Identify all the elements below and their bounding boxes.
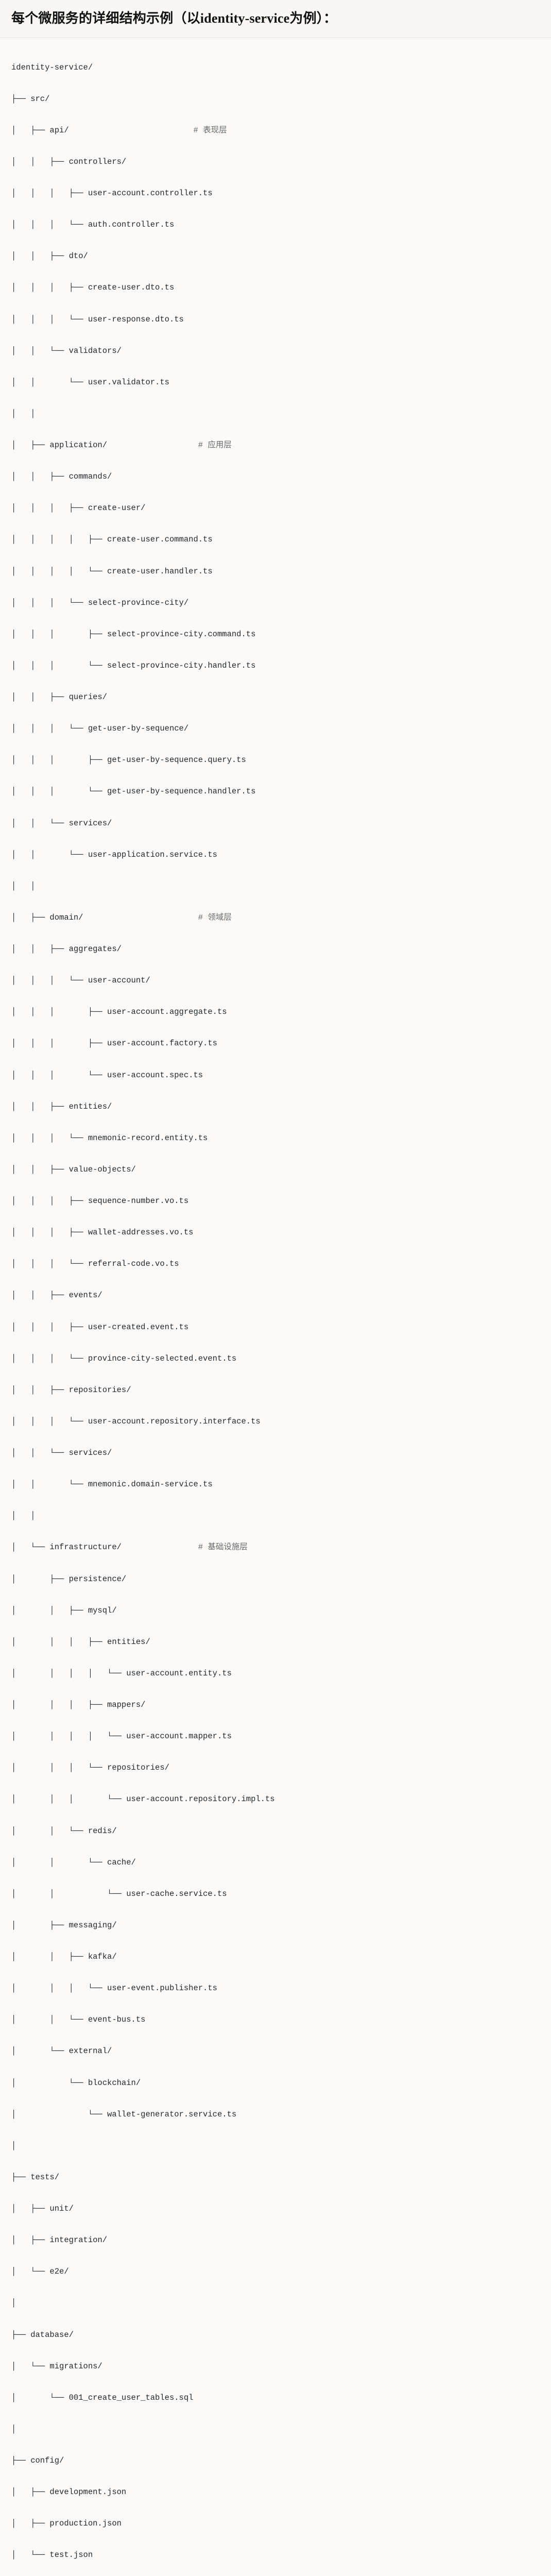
tree-line: │ └── migrations/: [11, 2361, 102, 2371]
tree-line: │ │ │ ├── sequence-number.vo.ts: [11, 1196, 189, 1206]
tree-line: │ │ │ └── user-account.repository.impl.t…: [11, 1794, 275, 1804]
tree-line: │ │ ├── kafka/: [11, 1952, 117, 1962]
tree-line-path: │ ├── api/: [11, 125, 194, 135]
tree-line: │ │: [11, 409, 36, 418]
tree-line-path: │ ├── domain/: [11, 912, 198, 922]
tree-line: │ │ │ ├── get-user-by-sequence.query.ts: [11, 755, 246, 765]
tree-line: │ ├── api/ # 表现层: [11, 123, 540, 138]
tree-line: │ │ │ ├── create-user/: [11, 503, 146, 513]
title-section: 每个微服务的详细结构示例（以identity-service为例）：: [0, 0, 551, 39]
tree-line: │ │ │ ├── select-province-city.command.t…: [11, 629, 256, 639]
tree-line: │ │ │ └── mnemonic-record.entity.ts: [11, 1133, 208, 1143]
tree-line: │ │ ├── controllers/: [11, 157, 127, 166]
tree-line: │ │: [11, 881, 36, 891]
tree-line: ├── tests/: [11, 2172, 60, 2182]
tree-line: │ │ ├── aggregates/: [11, 944, 122, 954]
tree-line: │ │ └── validators/: [11, 346, 122, 355]
tree-line: │ │ └── user-application.service.ts: [11, 850, 217, 859]
tree-line: │ │: [11, 1511, 36, 1521]
tree-line: │ │ ├── queries/: [11, 692, 108, 702]
page-title: 每个微服务的详细结构示例（以identity-service为例）：: [11, 11, 337, 26]
tree-line: │ └── infrastructure/ # 基础设施层: [11, 1539, 540, 1555]
tree-line: │ ├── production.json: [11, 2519, 122, 2529]
tree-line: │ │ │ ├── user-account.factory.ts: [11, 1039, 217, 1048]
tree-line: │ │ └── redis/: [11, 1826, 117, 1836]
tree-line: │ │ ├── mysql/: [11, 1605, 117, 1615]
tree-line: ├── src/: [11, 94, 50, 104]
tree-line: │ │ │ │ └── create-user.handler.ts: [11, 566, 213, 576]
tree-line-comment: # 应用层: [198, 440, 232, 450]
tree-line-comment: # 表现层: [193, 125, 227, 135]
directory-tree-section: identity-service/ ├── src/ │ ├── api/ # …: [0, 38, 551, 2576]
tree-line: identity-service/: [11, 62, 93, 72]
tree-line: │ │ │ │ └── user-account.mapper.ts: [11, 1732, 232, 1741]
tree-line: │ │ │ │ ├── create-user.command.ts: [11, 535, 213, 545]
tree-line: │ │ │ └── select-province-city/: [11, 598, 189, 607]
tree-line: │ └── e2e/: [11, 2267, 69, 2277]
tree-line: │ │ │ └── referral-code.vo.ts: [11, 1259, 179, 1269]
tree-line: │: [11, 2141, 16, 2150]
tree-line: │ ├── development.json: [11, 2487, 127, 2497]
tree-line: │ └── test.json: [11, 2550, 93, 2560]
tree-line: │ │ │ ├── mappers/: [11, 1700, 146, 1710]
tree-line: │ │ │ ├── entities/: [11, 1637, 150, 1647]
tree-line: │ │ │ ├── user-account.controller.ts: [11, 189, 213, 198]
tree-line-comment: # 领域层: [198, 912, 232, 922]
tree-line-path: │ ├── application/: [11, 440, 198, 450]
tree-line: │ ├── messaging/: [11, 1920, 117, 1930]
tree-line: │ ├── persistence/: [11, 1574, 127, 1584]
tree-line: │ │ │ └── user-event.publisher.ts: [11, 1984, 217, 1993]
tree-line: │ │ ├── value-objects/: [11, 1164, 136, 1174]
tree-line: │ │ ├── entities/: [11, 1101, 112, 1111]
tree-line: │ │ └── mnemonic.domain-service.ts: [11, 1480, 213, 1489]
tree-line: │ │ │ └── user-account.spec.ts: [11, 1070, 203, 1080]
tree-line: │ │ ├── repositories/: [11, 1385, 131, 1395]
tree-line: │ │ │ │ └── user-account.entity.ts: [11, 1668, 232, 1678]
tree-line-path: │ └── infrastructure/: [11, 1543, 198, 1552]
tree-line: │ │ ├── dto/: [11, 251, 88, 261]
tree-line: ├── database/: [11, 2330, 74, 2340]
tree-line: │: [11, 2424, 16, 2434]
tree-line: │ ├── unit/: [11, 2204, 74, 2214]
tree-line: │ │ │ └── user-account/: [11, 976, 150, 986]
tree-line: │ │ │ ├── user-account.aggregate.ts: [11, 1007, 227, 1017]
tree-line: │ │ └── services/: [11, 1448, 112, 1458]
tree-line: │ │ │ └── province-city-selected.event.t…: [11, 1353, 237, 1363]
tree-line: │ │ └── cache/: [11, 1857, 136, 1867]
tree-line: │ │ ├── events/: [11, 1291, 102, 1300]
tree-line: ├── config/: [11, 2456, 64, 2466]
tree-line: │ │ │ └── user-account.repository.interf…: [11, 1416, 261, 1426]
tree-line: │ └── blockchain/: [11, 2078, 141, 2088]
tree-line: │ └── 001_create_user_tables.sql: [11, 2393, 194, 2402]
tree-line: │ └── wallet-generator.service.ts: [11, 2109, 237, 2119]
tree-line: │ │ │ ├── user-created.event.ts: [11, 1322, 189, 1332]
tree-line: │ │ │ └── select-province-city.handler.t…: [11, 660, 256, 670]
tree-line: │ │ ├── commands/: [11, 472, 112, 482]
tree-line: │ │ └── user.validator.ts: [11, 377, 169, 387]
tree-line: │ │ └── event-bus.ts: [11, 2015, 146, 2025]
tree-line: │ └── external/: [11, 2046, 112, 2056]
tree-line: │ ├── application/ # 应用层: [11, 437, 540, 453]
tree-line: │ ├── integration/: [11, 2235, 108, 2245]
tree-line: │ │ └── services/: [11, 818, 112, 828]
tree-line: │ │ │ └── user-response.dto.ts: [11, 314, 184, 324]
tree-line: │ │ │ ├── create-user.dto.ts: [11, 283, 175, 293]
tree-line: │ ├── domain/ # 领域层: [11, 910, 540, 925]
directory-tree-content: identity-service/ ├── src/ │ ├── api/ # …: [11, 60, 540, 2576]
tree-line: │ │ │ └── auth.controller.ts: [11, 220, 175, 230]
tree-line: │ │ │ └── get-user-by-sequence/: [11, 724, 189, 734]
tree-line: │ │ │ └── repositories/: [11, 1763, 169, 1773]
directory-tree: identity-service/ ├── src/ │ ├── api/ # …: [11, 60, 540, 2576]
tree-line: │ │ │ └── get-user-by-sequence.handler.t…: [11, 787, 256, 796]
tree-line: │ │ └── user-cache.service.ts: [11, 1889, 227, 1899]
tree-line-comment: # 基础设施层: [198, 1543, 248, 1552]
tree-line: │ │ │ ├── wallet-addresses.vo.ts: [11, 1228, 194, 1238]
tree-line: │: [11, 2298, 16, 2308]
